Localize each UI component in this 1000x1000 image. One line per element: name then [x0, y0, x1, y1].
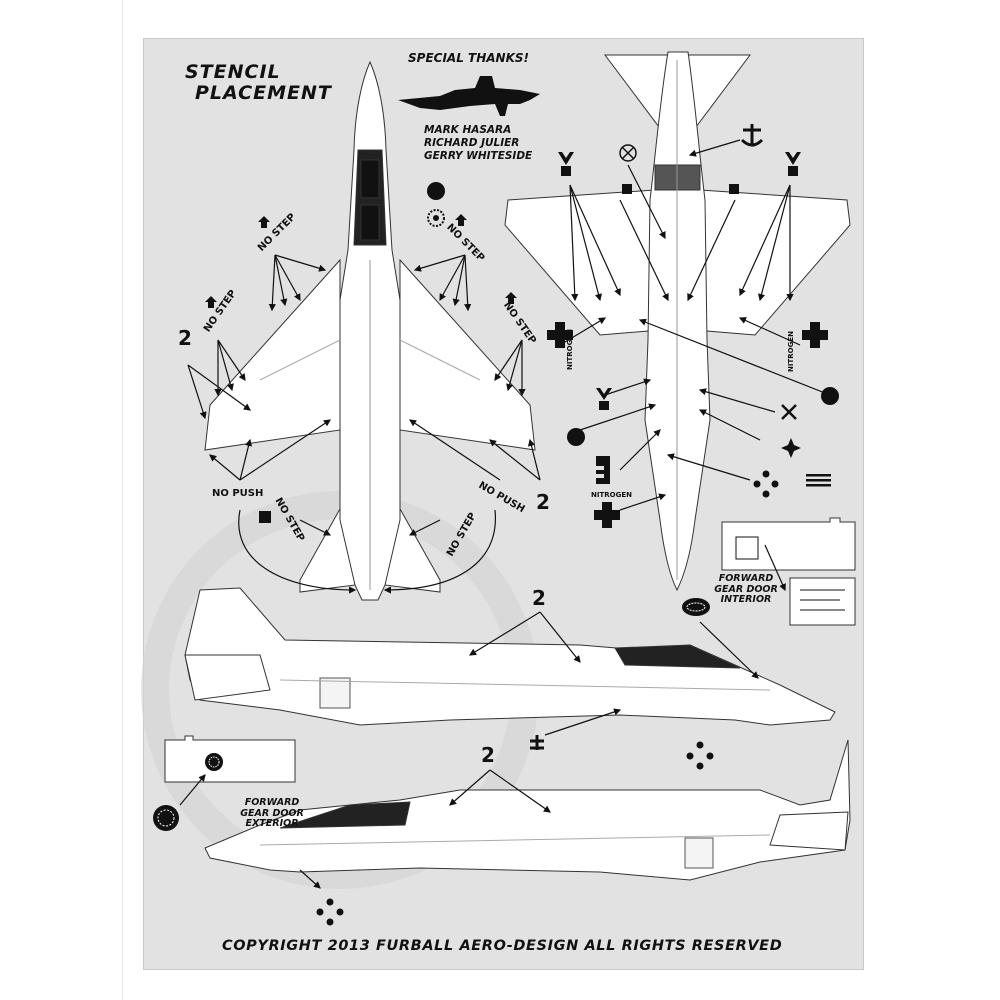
copyright-notice: COPYRIGHT 2013 FURBALL AERO-DESIGN ALL R… — [222, 938, 783, 954]
nitrogen-callout: NITROGEN — [591, 491, 632, 499]
thanks-heading: SPECIAL THANKS! — [408, 51, 529, 65]
thanks-name: RICHARD JULIER — [424, 137, 520, 149]
sheet-title-line2: PLACEMENT — [195, 82, 332, 104]
triple-bar-icon — [806, 474, 831, 487]
star-icon — [781, 438, 801, 458]
anchor-small-icon — [530, 735, 544, 750]
cross-icon — [594, 502, 620, 528]
count-label: 2 — [481, 743, 495, 767]
count-label: 2 — [536, 490, 550, 514]
square-mark-icon — [622, 184, 632, 194]
label-line: GEAR DOOR — [240, 807, 304, 819]
side-view-right-arrows — [468, 611, 759, 736]
top-view-aircraft — [204, 60, 536, 601]
gear-block-icon — [596, 456, 610, 484]
arrow-icon — [205, 296, 217, 308]
gear-door-ellipse-icon — [682, 598, 710, 616]
four-dot-icon — [316, 898, 344, 926]
count-label: 2 — [532, 586, 546, 610]
page-edge — [122, 0, 123, 1000]
gear-door-exterior-label: FORWARD GEAR DOOR EXTERIOR — [232, 797, 312, 830]
square-mark-icon — [259, 511, 271, 523]
roundel-icon — [567, 428, 585, 446]
aircraft-silhouette-icon — [398, 76, 540, 116]
v-marker-icon — [596, 388, 612, 410]
label-line: GEAR DOOR — [714, 583, 778, 595]
thanks-names: MARK HASARA RICHARD JULIER GERRY WHITESI… — [424, 124, 532, 163]
side-view-left-arrows — [299, 769, 551, 889]
square-mark-icon — [729, 184, 739, 194]
x-mark-icon — [781, 404, 797, 420]
label-line: EXTERIOR — [245, 818, 299, 829]
circle-x-icon — [619, 144, 637, 162]
gear-door-disc-icon — [153, 805, 179, 831]
four-dot-icon — [686, 741, 714, 770]
cross-icon — [547, 322, 573, 348]
roundel-icon — [427, 182, 445, 200]
arrow-icon — [258, 216, 270, 228]
sheet-title-line1: STENCIL — [185, 61, 281, 83]
sun-mark-icon — [427, 209, 445, 227]
bottom-view-arrows — [559, 139, 831, 511]
roundel-icon — [821, 387, 839, 405]
sheet-title: STENCIL PLACEMENT — [185, 62, 332, 104]
gear-door-interior — [721, 517, 856, 626]
anchor-icon — [740, 124, 764, 147]
gear-door-exterior — [164, 735, 296, 783]
v-marker-icon — [785, 152, 801, 176]
gear-door-interior-label: FORWARD GEAR DOOR INTERIOR — [706, 573, 786, 606]
label-line: FORWARD — [244, 797, 300, 808]
nitrogen-callout: NITROGEN — [566, 329, 574, 370]
side-view-right-aircraft — [184, 587, 836, 726]
four-dot-icon — [753, 470, 779, 498]
count-label: 2 — [178, 326, 192, 350]
thanks-name: MARK HASARA — [424, 124, 512, 136]
v-marker-icon — [558, 152, 574, 176]
arrow-icon — [505, 292, 517, 304]
no-push-callout: NO PUSH — [212, 488, 264, 499]
label-line: INTERIOR — [720, 594, 772, 605]
side-view-left-aircraft — [204, 739, 851, 881]
top-view-arrows — [187, 254, 541, 594]
cross-icon — [802, 322, 828, 348]
arrow-icon — [455, 214, 467, 226]
thanks-name: GERRY WHITESIDE — [424, 150, 533, 162]
bottom-view-aircraft — [504, 51, 851, 592]
nitrogen-callout: NITROGEN — [787, 331, 795, 372]
label-line: FORWARD — [718, 573, 774, 584]
